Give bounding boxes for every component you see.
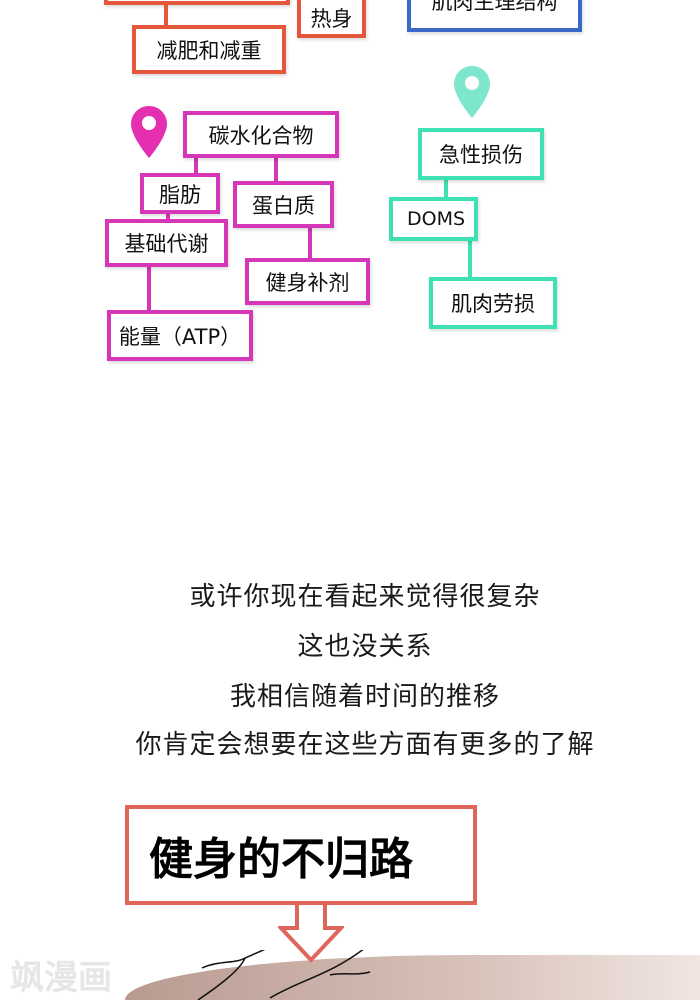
connector-line — [166, 212, 170, 222]
down-arrow-icon — [278, 900, 344, 963]
connector-line — [468, 239, 472, 279]
box-muscle-physiology: 肌肉生理结构 — [407, 0, 582, 32]
connector-line — [444, 178, 448, 199]
title-text: 健身的不归路 — [149, 834, 413, 885]
connector-line — [194, 156, 198, 176]
narration-line-4: 你肯定会想要在这些方面有更多的了解 — [135, 730, 595, 760]
box-muscle-physiology-label: 肌肉生理结构 — [431, 0, 558, 14]
box-muscle-strain: 肌肉劳损 — [429, 277, 557, 329]
connector-line — [147, 265, 151, 312]
red-box-cutoff — [104, 0, 290, 5]
box-basal-metabolism: 基础代谢 — [105, 219, 228, 267]
location-pin-icon — [131, 106, 167, 158]
box-fat: 脂肪 — [140, 173, 220, 214]
box-weight-loss: 减肥和减重 — [132, 25, 286, 74]
box-protein: 蛋白质 — [233, 181, 334, 228]
box-warmup: 热身 — [297, 0, 366, 38]
watermark-logo: 飒漫画 — [10, 958, 112, 998]
narration-line-2: 这也没关系 — [297, 632, 433, 662]
box-doms: DOMS — [389, 197, 478, 241]
title-box: 健身的不归路 — [125, 805, 477, 905]
hair-strokes — [197, 950, 371, 1000]
connector-line — [308, 226, 312, 260]
box-carbohydrate: 碳水化合物 — [183, 111, 339, 158]
connector-line — [274, 156, 278, 182]
narration-line-3: 我相信随着时间的推移 — [229, 682, 500, 712]
box-acute-injury: 急性损伤 — [418, 128, 544, 180]
connector-line — [164, 4, 168, 27]
location-pin-icon — [454, 66, 490, 118]
box-energy-atp: 能量（ATP） — [107, 310, 253, 361]
box-supplements: 健身补剂 — [245, 258, 370, 305]
narration-line-1: 或许你现在看起来觉得很复杂 — [189, 582, 541, 612]
